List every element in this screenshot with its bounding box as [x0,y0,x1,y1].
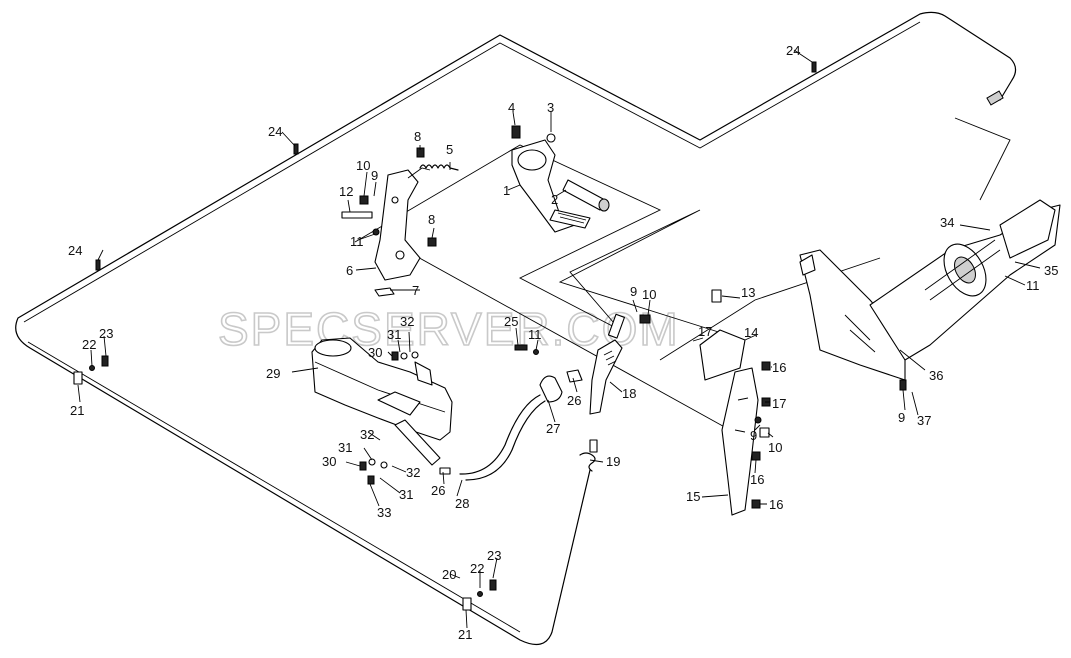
hardware-bottom-clip [462,579,497,611]
callout-21-left: 21 [70,403,84,418]
callout-19: 19 [606,454,620,469]
callout-9-right: 9 [898,410,905,425]
callout-31-top: 31 [387,327,401,342]
callout-30-mid: 30 [322,454,336,469]
callout-12: 12 [339,184,353,199]
callout-2: 2 [551,192,558,207]
fluid-reservoir [311,337,453,466]
callout-25: 25 [504,314,518,329]
callout-7: 7 [412,283,419,298]
pipe-clips [95,61,817,271]
callout-8-mid: 8 [428,212,435,227]
callout-13: 13 [741,285,755,300]
callout-11-mid: 11 [528,327,542,342]
watermark-text: SPECSERVER.COM [218,303,680,355]
callout-17-mid: 17 [772,396,786,411]
callout-10-mid: 10 [642,287,656,302]
callout-32-top: 32 [400,314,414,329]
callout-21-bottom: 21 [458,627,472,642]
callout-3: 3 [547,100,554,115]
pedal-assembly [511,125,610,233]
callout-26-bottom: 26 [431,483,445,498]
callout-29: 29 [266,366,280,381]
callout-23-left: 23 [99,326,113,341]
callout-10-plate: 10 [768,440,782,455]
callout-32-mid: 32 [360,427,374,442]
callout-22-bottom: 22 [470,561,484,576]
callout-35: 35 [1044,263,1058,278]
callout-9-mid: 9 [630,284,637,299]
supply-hose [459,394,546,481]
callout-10-bracket: 10 [356,158,370,173]
callout-1: 1 [503,183,510,198]
callout-16-bottom: 16 [769,497,783,512]
callout-14: 14 [744,325,758,340]
hardware-left-clip [73,355,109,385]
callout-34: 34 [940,215,954,230]
callout-9-bracket: 9 [371,168,378,183]
callout-24-left: 24 [68,243,82,258]
callout-8-top: 8 [414,129,421,144]
callout-16-mid: 16 [750,472,764,487]
callout-31-mid: 31 [338,440,352,455]
callout-36: 36 [929,368,943,383]
callout-24-right: 24 [786,43,800,58]
callout-15: 15 [686,489,700,504]
clutch-pipe-line [15,11,1017,646]
callout-37: 37 [917,413,931,428]
pipe-fitting [986,90,1004,106]
callout-27: 27 [546,421,560,436]
clutch-booster [799,199,1061,381]
callout-23-bottom: 23 [487,548,501,563]
callout-22-left: 22 [82,337,96,352]
pedal-bracket [341,147,459,297]
leader-lines [77,49,1041,629]
hardware-reservoir-bolts [359,344,907,485]
callout-18: 18 [622,386,636,401]
callout-32-bottom: 32 [406,465,420,480]
callout-33: 33 [377,505,391,520]
callout-9-plate: 9 [750,428,757,443]
mounting-plate [639,289,771,516]
callout-30-top: 30 [368,345,382,360]
callout-24-mid: 24 [268,124,282,139]
callout-11-right: 11 [1026,278,1040,293]
callout-26-top: 26 [567,393,581,408]
callout-5: 5 [446,142,453,157]
callout-labels: 1 2 3 4 5 6 7 8 8 9 10 11 12 24 24 24 23… [68,43,1058,642]
callout-31-bottom: 31 [399,487,413,502]
callout-16-top: 16 [772,360,786,375]
callout-11-bracket: 11 [350,234,364,249]
callout-6: 6 [346,263,353,278]
master-cylinder [539,313,626,472]
callout-20: 20 [442,567,456,582]
callout-4: 4 [508,100,515,115]
pipe-inner [23,21,921,633]
callout-28: 28 [455,496,469,511]
callout-17-top: 17 [698,324,712,339]
